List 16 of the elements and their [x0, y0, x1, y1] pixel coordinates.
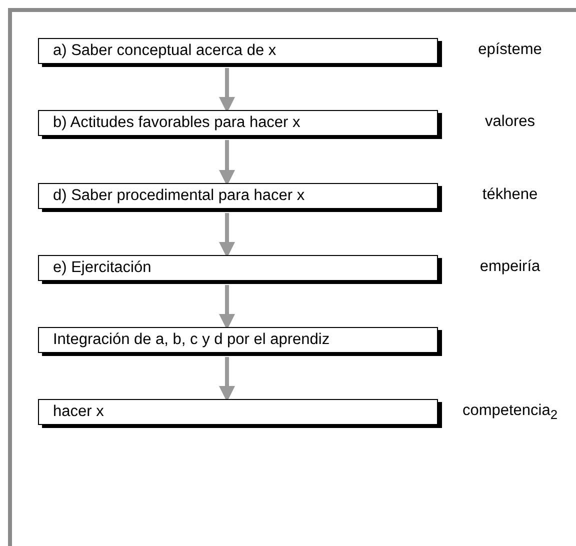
side-label: empeiría	[478, 258, 542, 276]
box-label: hacer x	[52, 403, 104, 421]
box-label: d) Saber procedimental para hacer x	[52, 187, 305, 205]
side-label: valores	[484, 113, 536, 131]
side-label: epísteme	[477, 41, 543, 59]
arrow	[219, 140, 235, 186]
arrow	[219, 68, 235, 113]
side-label: competencia$_{2}$	[461, 402, 559, 422]
box-label: a) Saber conceptual acerca de x	[52, 42, 276, 60]
arrow	[219, 357, 235, 402]
arrow	[219, 285, 235, 330]
side-label: tékhene	[481, 186, 539, 204]
arrow	[219, 213, 235, 258]
box-label: e) Ejercitación	[52, 259, 152, 277]
box-label: b) Actitudes favorables para hacer x	[52, 114, 300, 132]
box-label: Integración de a, b, c y d por el aprendiz	[52, 331, 330, 349]
